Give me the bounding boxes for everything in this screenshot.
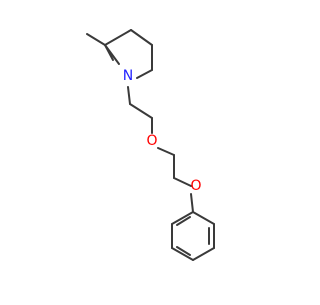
ring-bond (136, 69, 153, 79)
structure-canvas: N O O (86, 29, 215, 261)
benzene-bond (192, 211, 215, 225)
phenoxy-bond (190, 193, 194, 213)
benzene-double-bond (176, 216, 191, 226)
ring-bond (130, 29, 153, 46)
ring-bond (104, 44, 114, 61)
methyl-bond (86, 33, 106, 46)
benzene-double-bond (176, 246, 191, 256)
nitrogen-atom-label: N (123, 68, 133, 84)
ether-oxygen-atom-label: O (146, 133, 157, 149)
chain-bond (173, 177, 192, 187)
chain-bond (129, 103, 153, 119)
molecule-structure: N O O (86, 29, 215, 261)
chain-bond (157, 147, 175, 156)
benzene-bond (192, 247, 215, 261)
chain-bond (127, 86, 131, 105)
benzene-bond (171, 211, 194, 225)
ring-bond (104, 29, 132, 46)
phenoxy-oxygen-atom-label: O (190, 178, 201, 194)
benzene-bond (171, 247, 194, 261)
